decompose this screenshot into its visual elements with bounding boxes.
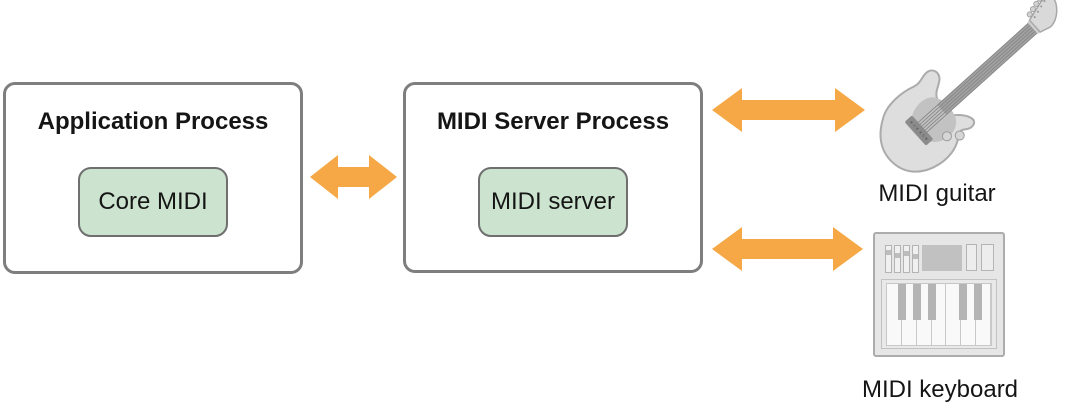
keyboard-display [922, 245, 962, 271]
midi-guitar-icon [879, 0, 1058, 173]
guitar-headstock [1028, 0, 1058, 34]
guitar-tuning-pegs [1026, 0, 1043, 18]
keyboard-slider [912, 245, 919, 273]
black-key [898, 284, 906, 320]
arrow-server-to-keyboard-icon [712, 227, 863, 271]
black-key [913, 284, 921, 320]
keyboard-keybed [881, 279, 997, 349]
guitar-knob [954, 130, 965, 141]
keyboard-keys [886, 283, 992, 346]
keyboard-button [981, 244, 994, 271]
midi-server-process-title: MIDI Server Process [436, 108, 670, 135]
midi-guitar-label: MIDI guitar [878, 180, 996, 207]
black-key [959, 284, 967, 320]
guitar-knob [941, 131, 952, 142]
midi-server-label: MIDI server [490, 188, 615, 215]
core-midi-label: Core MIDI [98, 188, 208, 215]
core-midi-component: Core MIDI [78, 167, 228, 237]
application-process-title: Application Process [37, 108, 269, 135]
application-process-box: Application Process Core MIDI [3, 82, 303, 274]
midi-keyboard-icon [873, 232, 1005, 357]
midi-keyboard-label: MIDI keyboard [861, 376, 1019, 403]
midi-server-component: MIDI server [478, 167, 628, 237]
keyboard-slider [903, 245, 910, 273]
black-key [974, 284, 982, 320]
guitar-strings [912, 21, 1039, 138]
arrow-server-to-guitar-icon [712, 88, 865, 132]
guitar-nut [1027, 19, 1041, 35]
keyboard-slider [894, 245, 901, 273]
keyboard-slider [885, 245, 892, 273]
arrow-app-to-server-icon [310, 155, 397, 199]
keyboard-button [966, 244, 977, 271]
black-key [928, 284, 936, 320]
midi-server-process-box: MIDI Server Process MIDI server [403, 82, 703, 273]
guitar-neck [937, 21, 1039, 116]
